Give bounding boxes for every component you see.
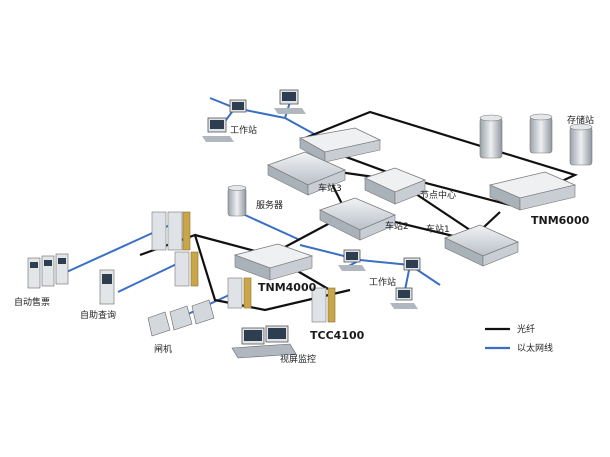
label-station2: 车站2 <box>385 220 409 232</box>
label-self-query: 自助查询 <box>80 309 116 321</box>
label-station1: 车站1 <box>426 223 450 235</box>
ethernet-server <box>244 214 301 241</box>
workstation-icon <box>338 249 366 271</box>
storage-servers <box>479 113 593 166</box>
label-workstation-top: 工作站 <box>230 124 257 136</box>
label-video-monitor: 视屏监控 <box>280 353 316 365</box>
fiber-station-chain <box>324 169 501 242</box>
server-cylinder-icon <box>479 114 503 159</box>
tcc4100-device <box>311 287 336 323</box>
access-switch-stack-1 <box>151 211 191 251</box>
core-switch-top <box>298 127 382 163</box>
label-tcc4100: TCC4100 <box>310 329 365 342</box>
label-gate: 闸机 <box>154 343 172 355</box>
workstation-icon <box>229 99 247 113</box>
label-storage: 存储站 <box>567 114 594 126</box>
legend-fiber-label: 光纤 <box>517 323 535 335</box>
video-monitor-icon <box>231 325 297 359</box>
label-tnm4000: TNM4000 <box>258 281 317 294</box>
ethernet-top-workstations <box>209 97 326 141</box>
label-ticket-machine: 自动售票 <box>14 296 50 308</box>
server-cylinder-icon <box>227 185 247 217</box>
ticket-machine-icon <box>27 253 69 289</box>
workstations-top <box>202 89 306 142</box>
tnm4000-device <box>233 243 314 281</box>
kiosk-icon <box>99 269 115 305</box>
legend-ethernet-label: 以太网线 <box>517 342 553 354</box>
station1-device <box>443 224 520 267</box>
server-cylinder-icon <box>569 123 593 166</box>
label-tnm6000: TNM6000 <box>531 214 590 227</box>
workstation-icon <box>403 257 421 271</box>
gate-icon <box>147 299 215 337</box>
label-server: 服务器 <box>256 199 283 211</box>
workstation-icon <box>202 117 234 142</box>
station2-device <box>318 197 397 241</box>
fiber-node-station1 <box>409 189 471 231</box>
ethernet-mid-workstations <box>299 244 441 286</box>
label-workstation-mid: 工作站 <box>369 276 396 288</box>
workstation-icon <box>390 287 418 309</box>
node-center-device <box>363 167 427 205</box>
workstation-icon <box>274 89 306 114</box>
station3-device <box>266 151 347 196</box>
ethernet-ticket <box>59 224 171 276</box>
legend: 光纤 以太网线 <box>485 323 553 354</box>
access-switch-stack-2 <box>174 251 199 287</box>
tnm6000-device <box>488 171 577 211</box>
workstations-mid <box>338 249 421 309</box>
server-cylinder-icon <box>529 113 553 154</box>
label-station3: 车站3 <box>318 182 342 194</box>
label-node-center: 节点中心 <box>420 189 456 201</box>
ethernet-query <box>117 259 186 293</box>
access-switch-stack-3 <box>227 277 252 309</box>
